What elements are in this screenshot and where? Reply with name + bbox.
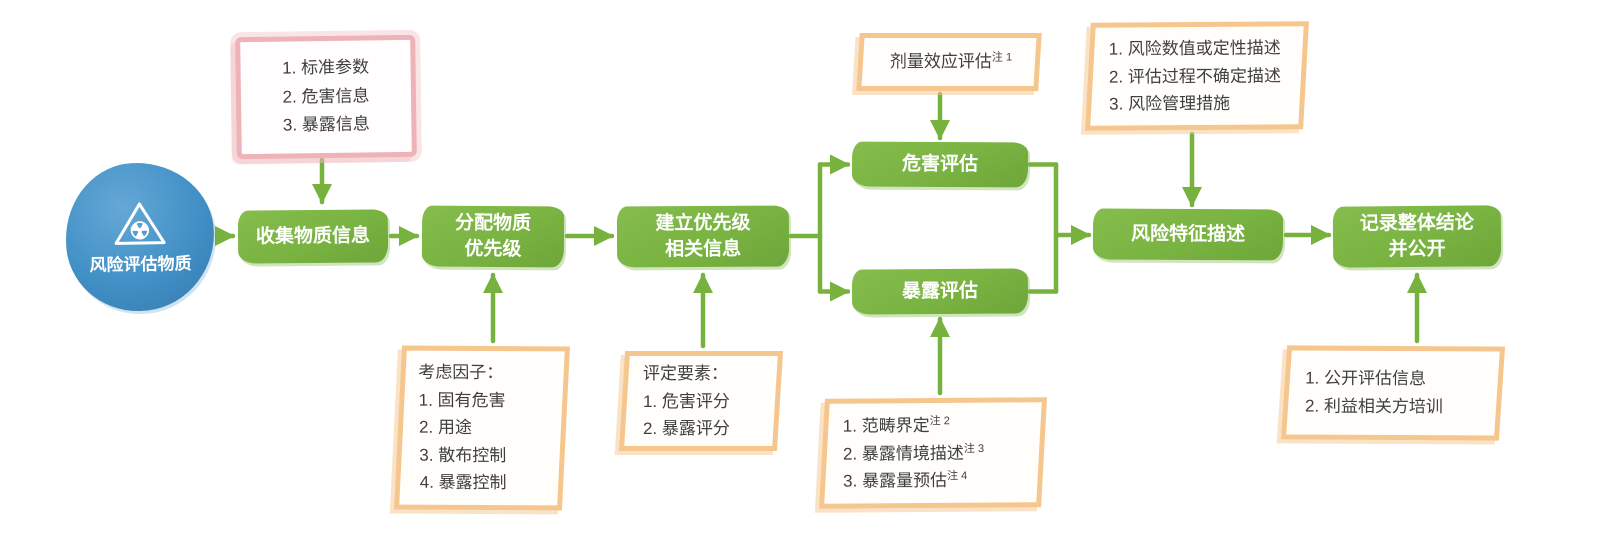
note-line: 1. 固有危害	[418, 390, 506, 410]
note-line: 3. 暴露信息	[282, 114, 370, 136]
note-line: 3. 散布控制	[419, 445, 507, 465]
flow-node-label: 暴露评估	[901, 280, 979, 303]
note-line: 1. 危害评分	[643, 391, 730, 411]
note-line: 4. 暴露控制	[419, 472, 507, 493]
note-title: 考虑因子：	[418, 362, 504, 383]
flow-node-label: 收集物质信息	[255, 225, 371, 248]
flow-node-label-line: 建立优先级	[655, 213, 751, 235]
flow-node-collect-substance-info: 收集物质信息	[237, 209, 389, 264]
note-line: 2. 暴露情境描述注 3	[842, 442, 985, 463]
note-line: 2. 评估过程不确定描述	[1108, 65, 1282, 86]
note-priority-factors: 考虑因子： 1. 固有危害 2. 用途 3. 散布控制 4. 暴露控制	[394, 345, 570, 511]
note-exposure-scoping: 1. 范畴界定注 2 2. 暴露情境描述注 3 3. 暴露量预估注 4	[818, 397, 1048, 509]
note-footnote-ref: 注 1	[991, 51, 1013, 64]
note-publish-and-training: 1. 公开评估信息 2. 利益相关方培训	[1280, 345, 1506, 441]
flow-node-label-line: 相关信息	[664, 238, 742, 260]
flow-node-label-line: 分配物质	[454, 213, 532, 235]
note-line: 1. 公开评估信息	[1305, 369, 1427, 389]
note-line: 3. 暴露量预估注 4	[843, 469, 968, 491]
flow-node-label: 风险特征描述	[1130, 223, 1246, 246]
note-line: 1. 范畴界定注 2	[842, 414, 950, 436]
note-line: 1. 风险数值或定性描述	[1108, 38, 1281, 59]
note-footnote-ref: 注 2	[929, 414, 950, 428]
flow-node-label: 危害评估	[901, 153, 979, 176]
note-risk-characterization-outputs: 1. 风险数值或定性描述 2. 评估过程不确定描述 3. 风险管理措施	[1085, 21, 1309, 131]
note-rating-criteria: 评定要素： 1. 危害评分 2. 暴露评分	[618, 351, 784, 451]
note-footnote-ref: 注 3	[963, 442, 985, 455]
note-line: 2. 用途	[418, 417, 473, 438]
note-text: 剂量效应评估	[889, 52, 992, 72]
flow-node-exposure-assessment: 暴露评估	[851, 268, 1029, 315]
svg-text:☢: ☢	[129, 217, 151, 244]
note-line: 3. 风险管理措施	[1109, 93, 1231, 114]
flow-node-label-line: 记录整体结论	[1359, 212, 1474, 235]
start-node-label: 风险评估物质	[89, 253, 192, 275]
note-line: 2. 利益相关方培训	[1304, 396, 1443, 417]
flow-node-assign-priority: 分配物质 优先级	[421, 205, 565, 268]
flow-node-record-conclusion: 记录整体结论 并公开	[1332, 205, 1502, 268]
flow-node-hazard-assessment: 危害评估	[851, 141, 1029, 188]
flow-node-label-line: 优先级	[464, 238, 522, 260]
note-title: 评定要素：	[643, 363, 728, 383]
note-dose-response-assessment: 剂量效应评估注 1	[856, 33, 1042, 91]
note-input-parameters: 1. 标准参数 2. 危害信息 3. 暴露信息	[235, 34, 417, 160]
note-line: 1. 标准参数	[282, 57, 370, 78]
flow-node-label-line: 并公开	[1388, 238, 1446, 260]
note-footnote-ref: 注 4	[947, 469, 968, 482]
note-line: 2. 暴露评分	[643, 418, 730, 438]
flow-node-risk-characterization: 风险特征描述	[1092, 208, 1284, 261]
flow-node-establish-priority-info: 建立优先级 相关信息	[616, 205, 790, 268]
start-node-risk-substance: ☢ 风险评估物质	[64, 161, 216, 313]
radiation-triangle-icon: ☢	[114, 202, 166, 245]
note-line: 2. 危害信息	[282, 85, 370, 107]
